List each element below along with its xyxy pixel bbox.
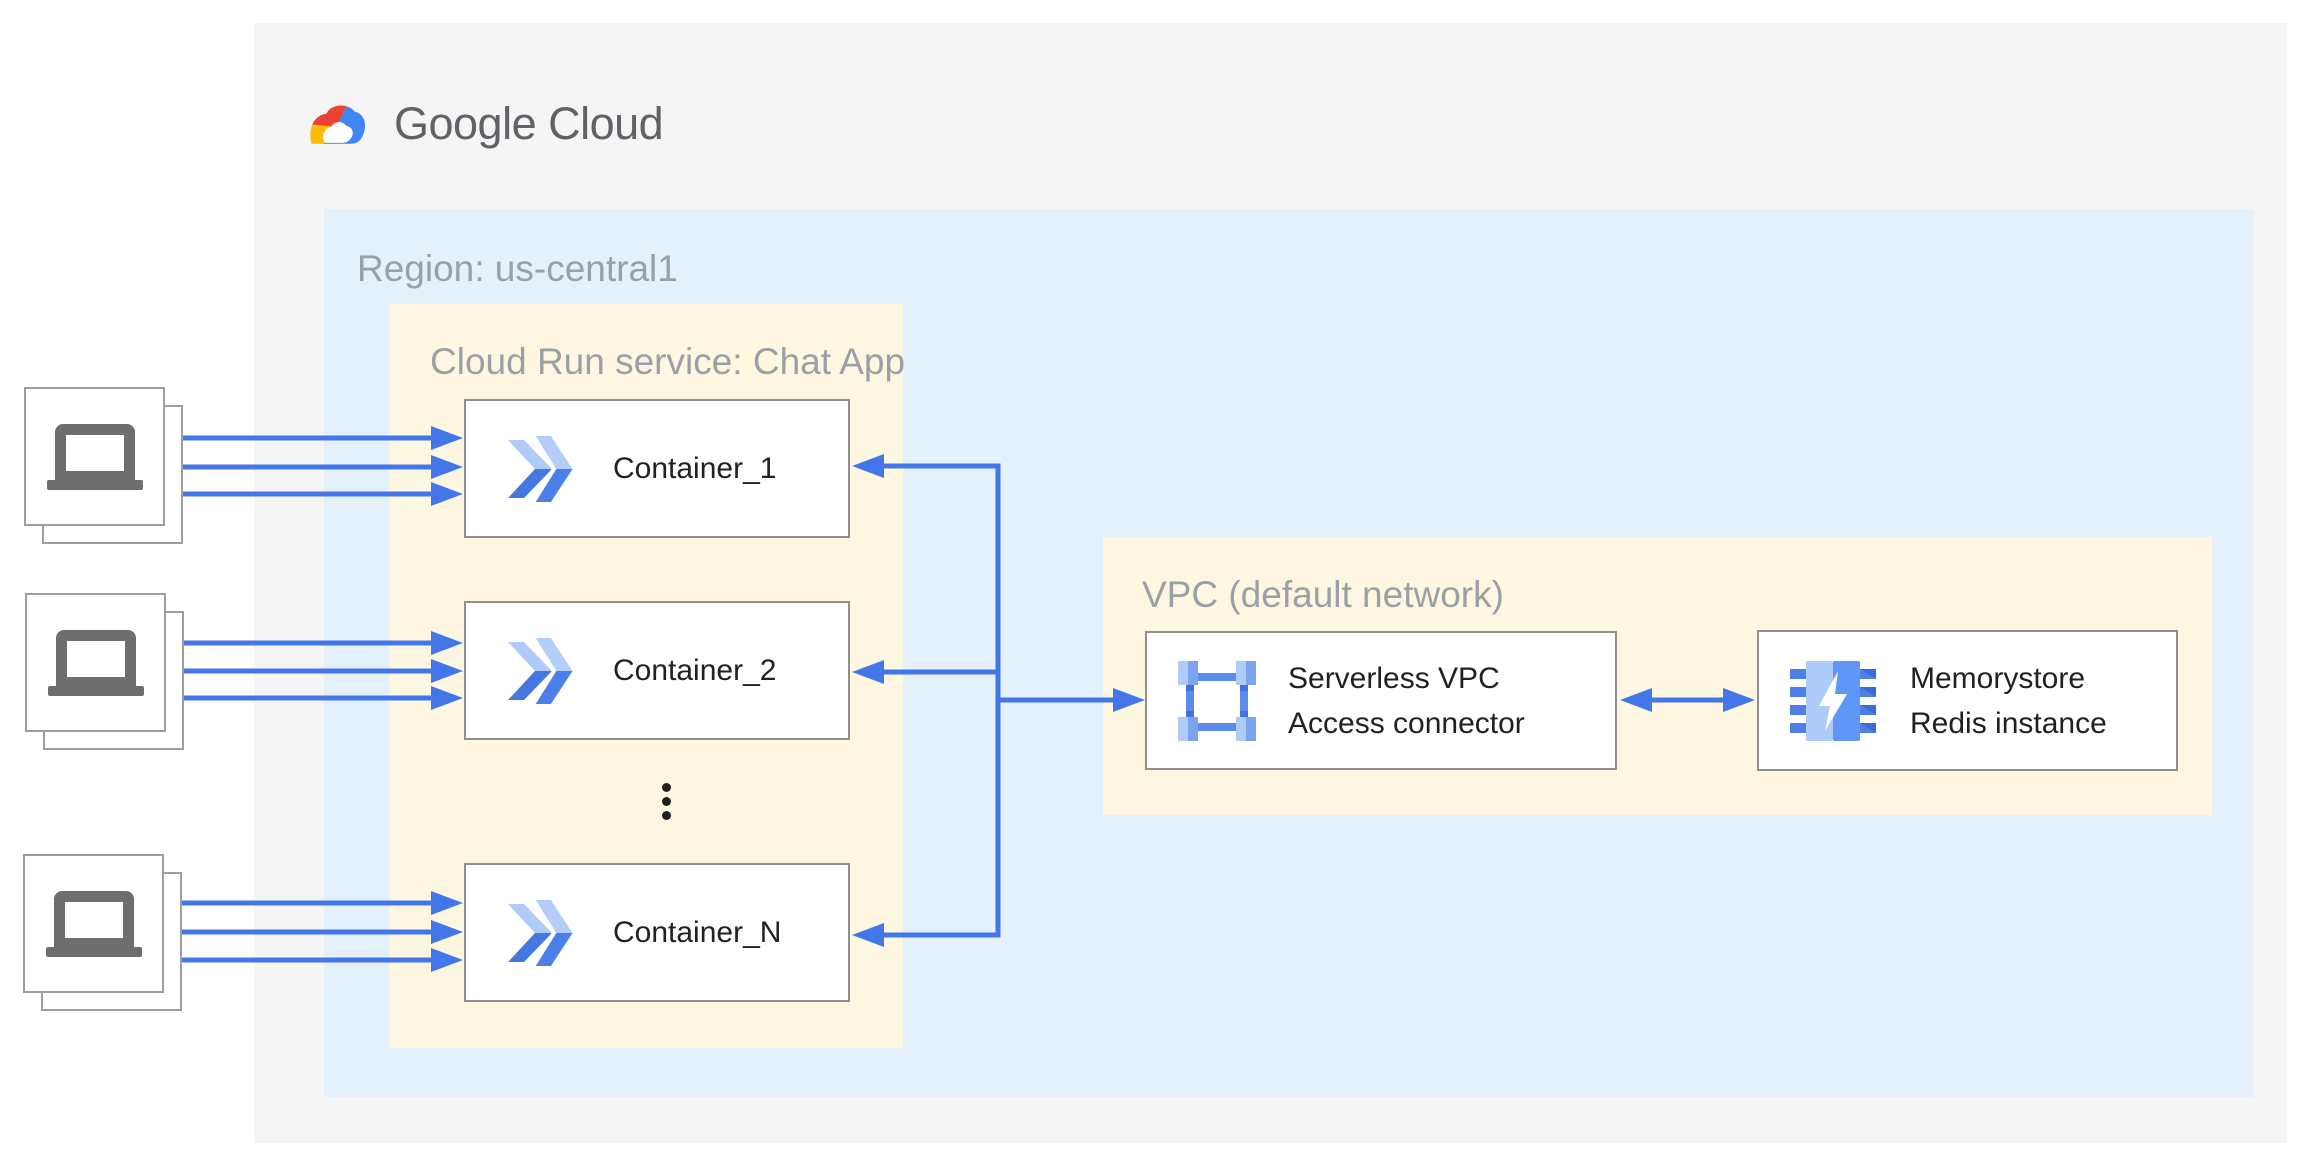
client-laptop-2 bbox=[25, 593, 185, 751]
client-laptop-3 bbox=[23, 854, 183, 1012]
container-1-box: Container_1 bbox=[464, 399, 850, 538]
laptop-base bbox=[47, 685, 144, 696]
laptop-icon bbox=[47, 629, 144, 696]
google-cloud-logo: Google Cloud bbox=[302, 94, 664, 154]
cloud-run-service-label: Cloud Run service: Chat App bbox=[430, 341, 906, 382]
container-2-box: Container_2 bbox=[464, 601, 850, 740]
google-cloud-logo-text: Google Cloud bbox=[394, 98, 664, 149]
label-line-1: Serverless VPC bbox=[1288, 661, 1500, 695]
label-line-1: Memorystore bbox=[1910, 661, 2086, 695]
cloud-run-icon bbox=[502, 634, 576, 708]
label-line-2: Redis instance bbox=[1910, 706, 2107, 740]
client-laptop-1 bbox=[24, 387, 184, 545]
vpc-network-label: VPC (default network) bbox=[1142, 574, 1504, 615]
client-stack-front bbox=[24, 387, 165, 526]
laptop-screen bbox=[55, 629, 136, 688]
serverless-vpc-connector-icon bbox=[1178, 661, 1256, 741]
container-label: Container_2 bbox=[613, 653, 777, 687]
dot bbox=[662, 797, 671, 806]
client-stack-front bbox=[25, 593, 166, 732]
serverless-vpc-connector-box: Serverless VPC Access connector bbox=[1145, 631, 1617, 770]
more-containers-ellipsis-icon bbox=[662, 783, 671, 820]
laptop-base bbox=[46, 479, 143, 490]
memorystore-redis-box: Memorystore Redis instance bbox=[1757, 630, 2178, 771]
memorystore-icon bbox=[1790, 661, 1876, 741]
cloud-run-icon bbox=[502, 432, 576, 506]
laptop-icon bbox=[45, 890, 142, 957]
cloud-run-icon bbox=[502, 896, 576, 970]
laptop-base bbox=[45, 946, 142, 957]
container-n-box: Container_N bbox=[464, 863, 850, 1002]
laptop-icon bbox=[46, 423, 143, 490]
client-stack-front bbox=[23, 854, 164, 993]
dot bbox=[662, 811, 671, 820]
region-label: Region: us-central1 bbox=[357, 248, 678, 289]
container-label: Container_N bbox=[613, 915, 782, 949]
dot bbox=[662, 783, 671, 792]
laptop-screen bbox=[54, 423, 135, 482]
serverless-vpc-connector-label: Serverless VPC Access connector bbox=[1288, 656, 1525, 746]
laptop-screen bbox=[53, 890, 134, 949]
container-label: Container_1 bbox=[613, 451, 777, 485]
label-line-2: Access connector bbox=[1288, 706, 1525, 740]
memorystore-redis-label: Memorystore Redis instance bbox=[1910, 656, 2107, 746]
